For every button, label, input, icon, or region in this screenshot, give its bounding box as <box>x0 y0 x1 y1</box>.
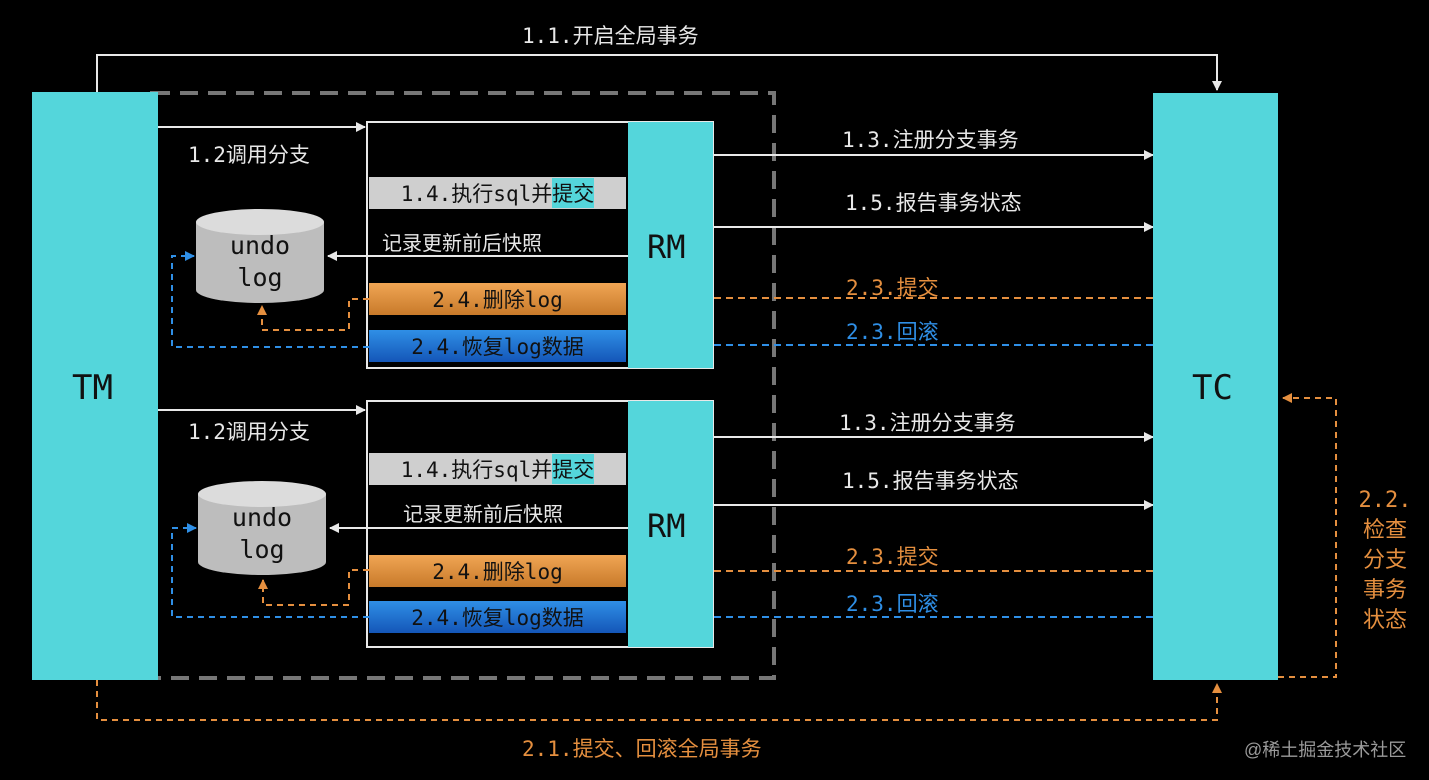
snapshot-label-2: 记录更新前后快照 <box>403 502 563 526</box>
snapshot-label-1: 记录更新前后快照 <box>382 231 542 255</box>
branch-frame-2 <box>366 400 714 648</box>
undo-log-db-2 <box>198 481 326 575</box>
delete-log-arrow-1 <box>257 298 369 331</box>
restore-log-row-1: 2.4.恢复log数据 <box>369 330 626 362</box>
rollback-label-2: 2.3.回滚 <box>846 592 939 616</box>
undo-log-text-1: undo log <box>229 231 291 292</box>
call-branch-label-2: 1.2调用分支 <box>188 420 310 444</box>
exec-sql-row-1: 1.4.执行sql并提交 <box>369 177 626 209</box>
commit-rollback-global-arrow <box>96 680 1222 721</box>
report-label-1: 1.5.报告事务状态 <box>845 191 1022 215</box>
tc-block <box>1153 93 1278 680</box>
report-label-2: 1.5.报告事务状态 <box>842 469 1019 493</box>
check-status-label: 2.2. 检查 分支 事务 状态 <box>1358 488 1412 633</box>
delete-log-arrow-2 <box>258 569 369 606</box>
begin-global-arrow <box>96 54 1222 92</box>
rm-block-1 <box>628 122 713 368</box>
restore-log-row-2: 2.4.恢复log数据 <box>369 601 626 633</box>
tm-block <box>32 92 158 680</box>
begin-global-label: 1.1.开启全局事务 <box>522 24 699 48</box>
rm-label-1: RM <box>647 228 686 266</box>
delete-log-row-2: 2.4.删除log <box>369 555 626 587</box>
commit-label-2: 2.3.提交 <box>846 545 939 569</box>
commit-rollback-global-label: 2.1.提交、回滚全局事务 <box>522 737 762 761</box>
check-status-arrow <box>1278 393 1337 678</box>
rm-block-2 <box>628 401 713 647</box>
undo-log-text-2: undo log <box>231 503 293 564</box>
undo-log-db-1 <box>196 209 324 303</box>
register-label-1: 1.3.注册分支事务 <box>842 128 1019 152</box>
tc-label: TC <box>1192 368 1233 408</box>
restore-log-arrow-2 <box>171 523 369 618</box>
tm-label: TM <box>72 368 113 408</box>
register-label-2: 1.3.注册分支事务 <box>839 411 1016 435</box>
delete-log-row-1: 2.4.删除log <box>369 283 626 315</box>
branch-group-box <box>150 91 776 680</box>
restore-log-arrow-1 <box>171 251 369 348</box>
rm-label-2: RM <box>647 507 686 545</box>
call-branch-label-1: 1.2调用分支 <box>188 143 310 167</box>
branch-frame-1 <box>366 121 714 369</box>
rollback-label-1: 2.3.回滚 <box>846 320 939 344</box>
commit-label-1: 2.3.提交 <box>846 276 939 300</box>
watermark: @稀土掘金技术社区 <box>1244 740 1407 760</box>
exec-sql-row-2: 1.4.执行sql并提交 <box>369 453 626 485</box>
